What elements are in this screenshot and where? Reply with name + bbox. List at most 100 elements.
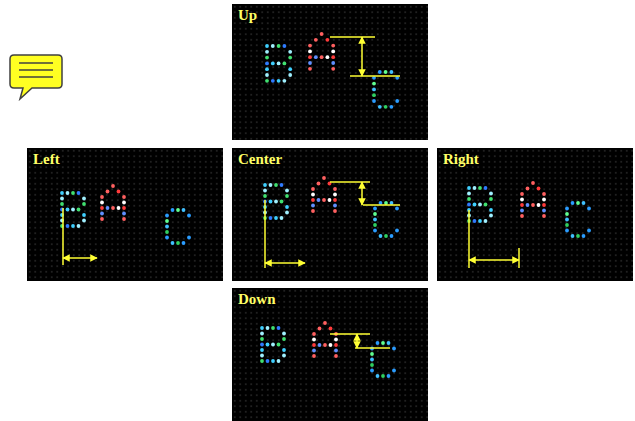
- led-dot: [308, 67, 312, 71]
- led-dot: [326, 55, 330, 59]
- led-dot: [329, 343, 333, 347]
- led-dot: [333, 193, 337, 197]
- led-dot: [317, 198, 321, 202]
- led-dot: [171, 241, 175, 245]
- led-dot: [66, 191, 70, 195]
- panel-background: [27, 148, 223, 281]
- led-dot: [71, 191, 75, 195]
- led-dot: [288, 67, 292, 71]
- led-dot: [282, 348, 286, 352]
- led-dot: [308, 44, 312, 48]
- led-dot: [334, 349, 338, 353]
- guide-line: [330, 36, 375, 38]
- led-dot: [489, 214, 493, 218]
- led-dot: [379, 234, 383, 238]
- led-dot: [263, 189, 267, 193]
- led-dot: [285, 211, 289, 215]
- led-dot: [176, 208, 180, 212]
- led-dot: [542, 214, 546, 218]
- led-dot: [312, 332, 316, 336]
- led-dot: [282, 337, 286, 341]
- led-dot: [176, 241, 180, 245]
- led-dot: [565, 218, 569, 222]
- dot-letter: [265, 44, 292, 83]
- led-dot: [100, 206, 104, 210]
- led-dot: [582, 201, 586, 205]
- led-dot: [478, 203, 482, 207]
- led-dot: [334, 343, 338, 347]
- led-dot: [520, 198, 524, 202]
- led-dot: [260, 354, 264, 358]
- led-dot: [312, 343, 316, 347]
- led-grid: [232, 4, 428, 140]
- led-dot: [542, 203, 546, 207]
- led-dot: [392, 369, 396, 373]
- led-dot: [473, 203, 477, 207]
- led-dot: [271, 79, 275, 83]
- led-dot: [277, 359, 281, 363]
- dot-letter: [565, 201, 591, 238]
- led-dot: [260, 332, 264, 336]
- led-dot: [260, 348, 264, 352]
- led-dot: [314, 38, 318, 42]
- led-dot: [576, 234, 580, 238]
- led-dot: [311, 209, 315, 213]
- led-dot: [387, 374, 391, 378]
- led-dot: [308, 50, 312, 54]
- led-dot: [331, 61, 335, 65]
- led-dot: [266, 359, 270, 363]
- led-dot: [323, 321, 327, 325]
- led-dot: [308, 55, 312, 59]
- dot-letter: [520, 181, 546, 218]
- dot-letter: [260, 326, 286, 363]
- led-dot: [317, 182, 321, 186]
- view-label: Left: [33, 151, 60, 168]
- led-dot: [537, 187, 541, 191]
- led-dot: [187, 236, 191, 240]
- led-grid: [232, 288, 428, 421]
- led-dot: [111, 184, 115, 188]
- led-dot: [311, 198, 315, 202]
- view-panel: Center: [232, 148, 428, 281]
- led-dot: [392, 347, 396, 351]
- led-dot: [283, 62, 287, 66]
- panel-image: [27, 148, 223, 281]
- led-dot: [390, 70, 394, 74]
- led-dot: [66, 224, 70, 228]
- led-dot: [265, 44, 269, 48]
- led-dot: [390, 234, 394, 238]
- led-dot: [71, 224, 75, 228]
- led-dot: [122, 212, 126, 216]
- led-dot: [565, 229, 569, 233]
- led-dot: [333, 209, 337, 213]
- led-dot: [277, 79, 281, 83]
- led-dot: [318, 343, 322, 347]
- led-dot: [395, 207, 399, 211]
- led-dot: [271, 343, 275, 347]
- led-dot: [381, 341, 385, 345]
- led-dot: [373, 229, 377, 233]
- led-dot: [334, 354, 338, 358]
- led-dot: [478, 219, 482, 223]
- view-label: Up: [238, 7, 257, 24]
- led-dot: [326, 38, 330, 42]
- led-dot: [100, 212, 104, 216]
- panel-image: [232, 4, 428, 140]
- led-dot: [274, 183, 278, 187]
- led-dot: [266, 326, 270, 330]
- led-dot: [271, 359, 275, 363]
- led-dot: [376, 374, 380, 378]
- led-dot: [571, 201, 575, 205]
- led-dot: [384, 105, 388, 109]
- led-dot: [82, 213, 86, 217]
- led-dot: [165, 214, 169, 218]
- dot-letter: [165, 208, 191, 245]
- led-dot: [542, 209, 546, 213]
- led-dot: [370, 358, 374, 362]
- guide-line: [355, 347, 390, 349]
- led-dot: [384, 234, 388, 238]
- led-dot: [263, 183, 267, 187]
- led-dot: [187, 214, 191, 218]
- led-dot: [537, 203, 541, 207]
- led-dot: [373, 218, 377, 222]
